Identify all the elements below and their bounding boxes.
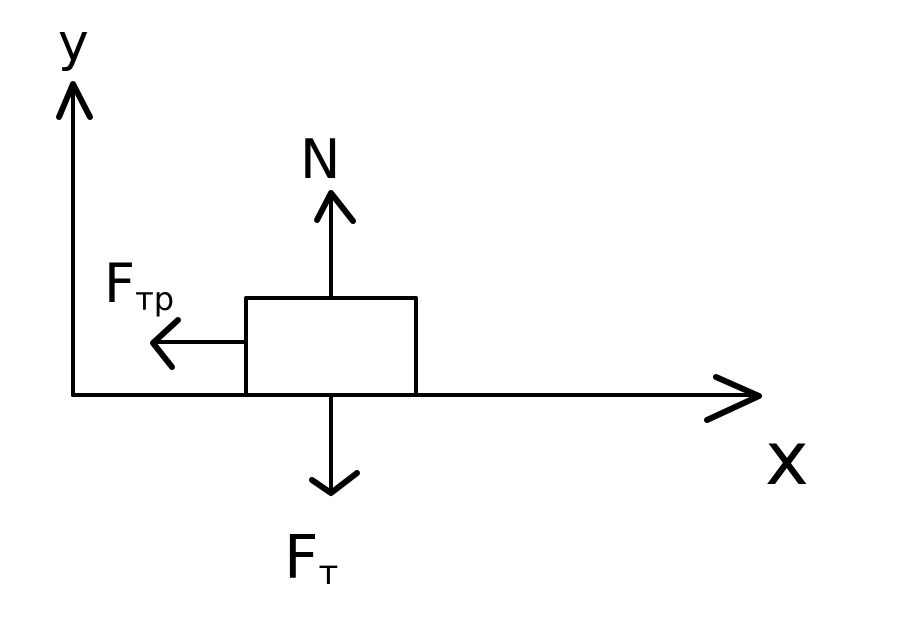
gravity-force-arrowhead	[309, 470, 360, 496]
normal-force-arrowhead	[314, 190, 356, 224]
gravity-force-label-main: F	[284, 523, 319, 593]
y-axis-arrowhead	[56, 81, 93, 120]
y-axis: y	[56, 13, 93, 397]
friction-force-label-subscript: тр	[135, 280, 174, 318]
y-axis-label: y	[58, 13, 89, 73]
normal-force-vector: N	[300, 128, 356, 300]
gravity-force-vector: Fт	[284, 393, 360, 593]
body-block	[244, 296, 418, 397]
x-axis-arrowhead	[704, 374, 762, 423]
friction-force-label-main: F	[104, 252, 135, 315]
x-axis-label: x	[765, 416, 809, 502]
friction-force-vector: Fтр	[104, 252, 248, 370]
friction-force-label: Fтр	[104, 252, 174, 318]
gravity-force-label-subscript: т	[319, 553, 339, 593]
friction-force-arrowhead	[150, 317, 181, 370]
x-axis: x	[71, 374, 809, 502]
normal-force-label: N	[300, 128, 340, 191]
gravity-force-label: Fт	[284, 523, 338, 593]
